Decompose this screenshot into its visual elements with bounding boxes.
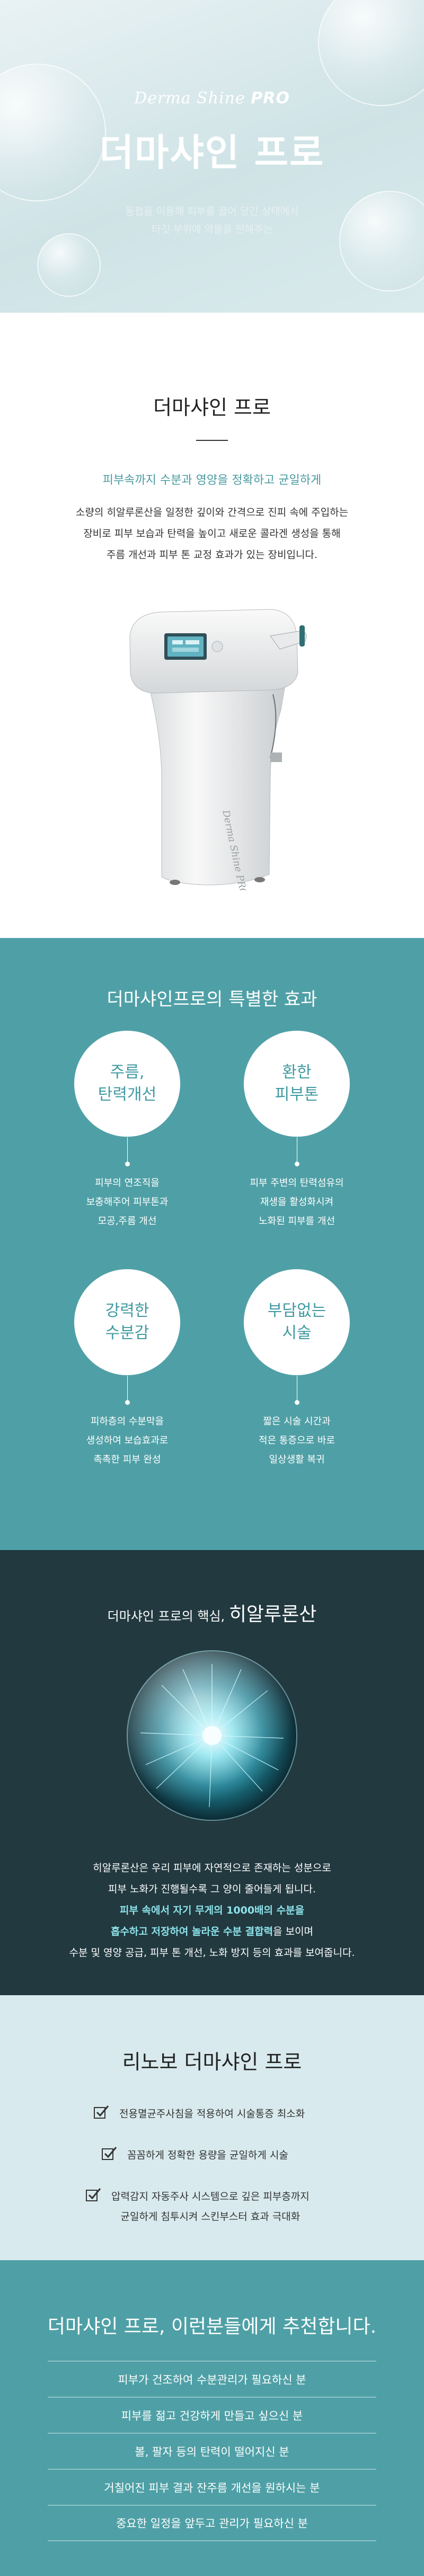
feature-text: 전용멸균주사침을 적용하여 시술통증 최소화 (119, 2104, 305, 2124)
recommend-list: 피부가 건조하여 수분관리가 필요하신 분 피부를 젊고 건강하게 만들고 싶으… (48, 2361, 376, 2541)
device-image: Derma Shine PRO (129, 609, 307, 890)
decorative-bubble (37, 233, 101, 297)
effect-description-line: 생성하여 보습효과로 (86, 1435, 169, 1446)
decorative-bubble (0, 64, 106, 201)
feature-item: 전용멸균주사침을 적용하여 시술통증 최소화 (93, 2104, 305, 2124)
hyaluronic-body-line: 흡수하고 저장하여 놀라운 수분 결합력을 보이며 (0, 1921, 424, 1942)
effect-name: 시술 (282, 1324, 312, 1342)
hero-description-line: 둥펍을 이용해 피부를 끌어 당긴 상태에서 (125, 206, 299, 217)
feature-text: 꼼꼼하게 정확한 용량을 균일하게 시술 (127, 2145, 288, 2165)
connector-dot (125, 1162, 130, 1166)
hero-description-line: 타깃 부위에 약물을 전해주는 (152, 224, 272, 235)
effect-description: 피하층의 수분막을 생성하여 보습효과로 촉촉한 피부 완성 (48, 1412, 207, 1470)
feature-item: 압력감지 자동주사 시스템으로 깊은 피부층까지 균일하게 침투시켜 스킨부스터… (85, 2186, 310, 2227)
effect-description-line: 피하층의 수분막을 (90, 1416, 164, 1427)
intro-body-line: 장비로 피부 보습과 탄력을 높이고 새로운 콜라겐 생성을 통해 (83, 528, 341, 539)
effect-circle-wrinkle: 주름, 탄력개선 (74, 1031, 180, 1137)
intro-body-line: 소량의 히알루론산을 일정한 깊이와 간격으로 진피 속에 주입하는 (75, 507, 349, 518)
recommend-item: 볼, 팔자 등의 탄력이 떨어지신 분 (48, 2433, 376, 2469)
hero-section: Derma Shine PRO 더마샤인 프로 둥펍을 이용해 피부를 끌어 당… (0, 0, 424, 313)
effect-description-line: 노화된 피부를 개선 (259, 1216, 335, 1227)
hyaluronic-highlight-text: 흡수하고 저장하여 놀라운 수분 결합력 (110, 1926, 273, 1937)
recommend-item: 거칠어진 피부 결과 잔주름 개선을 원하시는 분 (48, 2469, 376, 2505)
connector-dot (295, 1400, 299, 1405)
checkbox-icon (86, 2188, 101, 2201)
feature-text: 압력감지 자동주사 시스템으로 깊은 피부층까지 균일하게 침투시켜 스킨부스터… (111, 2186, 310, 2227)
hyaluronic-title: 더마샤인 프로의 핵심, 히알루론산 (0, 1599, 424, 1626)
effect-description: 피부 주변의 탄력섬유의 재생을 활성화시켜 노화된 피부를 개선 (217, 1174, 376, 1231)
effect-name: 탄력개선 (98, 1085, 157, 1104)
effects-title: 더마샤인프로의 특별한 효과 (107, 989, 317, 1010)
hyaluronic-body: 히알루론산은 우리 피부에 자연적으로 존재하는 성분으로 피부 노화가 진행될… (0, 1857, 424, 1963)
feature-item: 꼼꼼하게 정확한 용량을 균일하게 시술 (101, 2145, 288, 2165)
intro-section: 더마샤인 프로 피부속까지 수분과 영양을 정확하고 균일하게 소량의 히알루론… (0, 313, 424, 938)
brand-logo-text: Derma Shine (134, 89, 245, 108)
checkbox-icon (102, 2147, 117, 2160)
effect-name: 피부톤 (275, 1085, 319, 1104)
intro-subtitle: 피부속까지 수분과 영양을 정확하고 균일하게 (102, 474, 322, 487)
effect-description-line: 보충해주어 피부톤과 (86, 1197, 169, 1208)
effect-description-line: 모공,주름 개선 (98, 1216, 157, 1227)
effect-name: 환한 (282, 1063, 312, 1082)
hyaluronic-section: 더마샤인 프로의 핵심, 히알루론산 히알루론산은 우리 피 (0, 1550, 424, 1995)
intro-body-line: 주름 개선과 피부 톤 교정 효과가 있는 장비입니다. (107, 549, 317, 561)
effect-name: 수분감 (105, 1324, 149, 1342)
checkbox-icon (94, 2105, 109, 2119)
hero-title: 더마샤인 프로 (99, 131, 325, 174)
hyaluronic-title-main: 히알루론산 (228, 1604, 317, 1625)
effect-description: 짧은 시술 시간과 적은 통증으로 바로 일상생활 복귀 (217, 1412, 376, 1470)
effect-description-line: 짧은 시술 시간과 (263, 1416, 331, 1427)
recommend-item: 중요한 일정을 앞두고 관리가 필요하신 분 (48, 2505, 376, 2541)
connector-dot (295, 1162, 299, 1166)
effects-section: 더마샤인프로의 특별한 효과 주름, 탄력개선 피부의 연조직을 보충해주어 피부… (0, 938, 424, 1550)
effect-name: 부담없는 (267, 1302, 326, 1320)
hyaluronic-title-prefix: 더마샤인 프로의 핵심, (107, 1609, 225, 1624)
hyaluronic-body-line: 피부 노화가 진행될수록 그 양이 줄어들게 됩니다. (108, 1883, 316, 1895)
hero-description: 둥펍을 이용해 피부를 끌어 당긴 상태에서 타깃 부위에 약물을 전해주는 (0, 202, 424, 238)
hyaluronic-highlight-line: 피부 속에서 자기 무게의 1000배의 수분을 (119, 1905, 305, 1916)
effect-description-line: 일상생활 복귀 (269, 1454, 325, 1465)
effect-name: 강력한 (105, 1302, 149, 1320)
intro-title: 더마샤인 프로 (153, 396, 271, 419)
feature-text-line: 꼼꼼하게 정확한 용량을 균일하게 시술 (127, 2149, 288, 2161)
effect-description-line: 재생을 활성화시켜 (260, 1197, 334, 1208)
title-divider (196, 440, 228, 441)
recommend-title: 더마샤인 프로, 이런분들에게 추천합니다. (47, 2316, 377, 2338)
recommend-section: 더마샤인 프로, 이런분들에게 추천합니다. 피부가 건조하여 수분관리가 필요… (0, 2260, 424, 2576)
hyaluronic-body-line: 히알루론산은 우리 피부에 자연적으로 존재하는 성분으로 (93, 1862, 331, 1874)
hyaluronic-body-line: 수분 및 영양 공급, 피부 톤 개선, 노화 방지 등의 효과를 보여줍니다. (69, 1947, 355, 1959)
linovo-section: 리노보 더마샤인 프로 전용멸균주사침을 적용하여 시술통증 최소화 꼼꼼하게 … (0, 1995, 424, 2260)
feature-text-line: 균일하게 침투시켜 스킨부스터 효과 극대화 (120, 2211, 301, 2223)
effect-description-line: 적은 통증으로 바로 (259, 1435, 335, 1446)
brand-logo-suffix: PRO (251, 89, 290, 108)
linovo-title: 리노보 더마샤인 프로 (122, 2050, 302, 2074)
connector-line (127, 1376, 128, 1402)
recommend-item: 피부가 건조하여 수분관리가 필요하신 분 (48, 2361, 376, 2397)
feature-text-line: 전용멸균주사침을 적용하여 시술통증 최소화 (119, 2108, 305, 2120)
hyaluronic-sphere-image (127, 1650, 297, 1821)
hyaluronic-body-text: 을 보이며 (273, 1926, 314, 1937)
effect-description: 피부의 연조직을 보충해주어 피부톤과 모공,주름 개선 (48, 1174, 207, 1231)
brand-logo: Derma Shine PRO (0, 89, 424, 108)
effect-name: 주름, (110, 1063, 145, 1082)
feature-text-line: 압력감지 자동주사 시스템으로 깊은 피부층까지 (111, 2191, 310, 2202)
effect-description-line: 피부의 연조직을 (95, 1178, 160, 1189)
intro-body: 소량의 히알루론산을 일정한 깊이와 간격으로 진피 속에 주입하는 장비로 피… (0, 502, 424, 565)
connector-line (127, 1137, 128, 1164)
connector-dot (125, 1400, 130, 1405)
effect-description-line: 촉촉한 피부 완성 (93, 1454, 161, 1465)
effect-description-line: 피부 주변의 탄력섬유의 (250, 1178, 344, 1189)
recommend-item: 피부를 젊고 건강하게 만들고 싶으신 분 (48, 2397, 376, 2433)
